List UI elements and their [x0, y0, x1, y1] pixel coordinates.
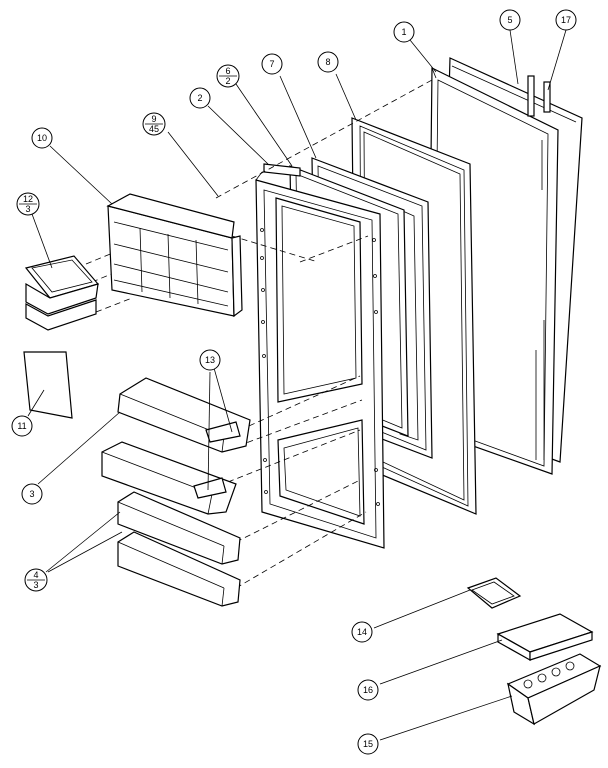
svg-text:8: 8 — [325, 57, 330, 67]
svg-text:3: 3 — [29, 489, 34, 499]
svg-text:3: 3 — [33, 580, 38, 590]
callout-14: 14 — [351, 621, 373, 643]
svg-text:16: 16 — [363, 685, 373, 695]
svg-text:2: 2 — [197, 93, 202, 103]
callout-10: 10 — [31, 127, 53, 149]
door-shelf-middle — [101, 441, 237, 515]
svg-text:4: 4 — [33, 570, 38, 580]
svg-text:11: 11 — [17, 421, 26, 431]
frame-screw-holes — [260, 228, 380, 506]
trim-strip — [527, 75, 551, 117]
svg-text:9: 9 — [151, 114, 156, 124]
door-shelf-lower-2 — [117, 531, 241, 607]
callout-6-2: 6 2 — [216, 64, 240, 88]
storage-bins — [24, 255, 100, 331]
callout-5: 5 — [499, 9, 521, 31]
svg-text:1: 1 — [401, 27, 406, 37]
svg-text:10: 10 — [37, 133, 47, 143]
svg-text:6: 6 — [225, 66, 230, 76]
callout-8: 8 — [317, 51, 339, 73]
svg-text:12: 12 — [23, 194, 33, 204]
door-shelf-upper — [117, 377, 251, 453]
svg-text:14: 14 — [357, 627, 367, 637]
callout-4-3: 4 3 — [24, 568, 48, 592]
svg-text:3: 3 — [25, 204, 30, 214]
storage-bin — [506, 653, 602, 726]
dairy-compartment — [106, 193, 243, 318]
callout-15: 15 — [357, 733, 379, 755]
callout-13: 13 — [199, 349, 221, 371]
leader-lines — [27, 29, 567, 741]
svg-text:2: 2 — [225, 76, 230, 86]
callout-17: 17 — [555, 9, 577, 31]
svg-text:17: 17 — [561, 15, 571, 25]
bin-lid — [496, 613, 594, 662]
svg-text:45: 45 — [149, 124, 159, 134]
callout-3: 3 — [21, 483, 43, 505]
svg-text:15: 15 — [363, 739, 373, 749]
callout-11: 11 — [11, 415, 33, 437]
callout-2: 2 — [189, 87, 211, 109]
callout-7: 7 — [261, 53, 283, 75]
svg-text:13: 13 — [205, 355, 215, 365]
callout-9-45: 9 45 — [142, 112, 166, 136]
assembly-lines — [85, 79, 433, 589]
door-shelf-lower-1 — [117, 491, 241, 565]
cover-panel — [23, 351, 73, 419]
svg-text:7: 7 — [269, 59, 274, 69]
svg-text:5: 5 — [507, 15, 512, 25]
callout-1: 1 — [393, 21, 415, 43]
callout-12-3: 12 3 — [16, 192, 40, 216]
callout-16: 16 — [357, 679, 379, 701]
door-frame — [255, 163, 385, 549]
small-tray — [466, 577, 522, 609]
